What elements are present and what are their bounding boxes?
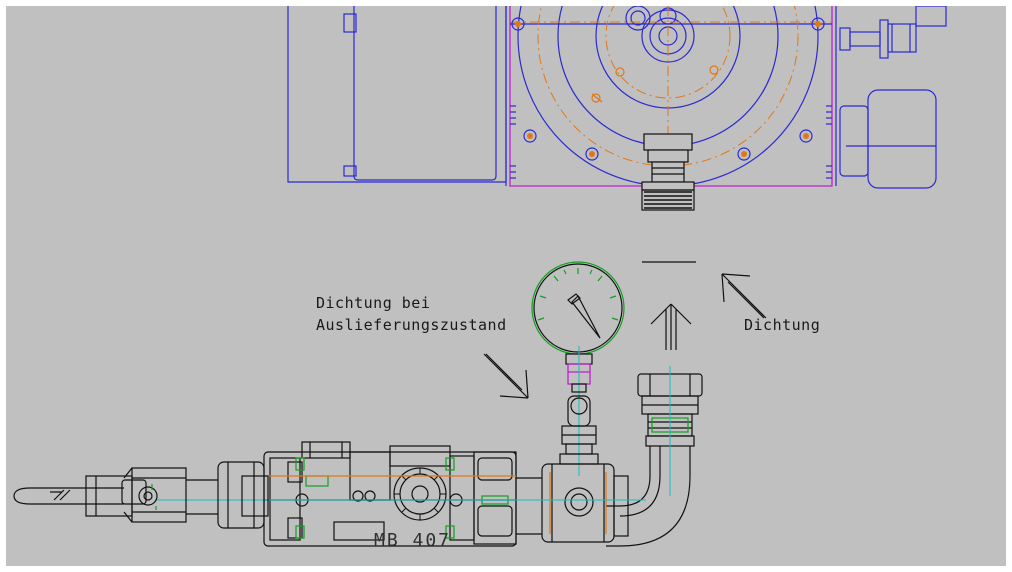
label-seal: Dichtung (744, 316, 820, 334)
connecting-pipe (516, 477, 542, 535)
label-seal-delivery-line1: Dichtung bei (316, 294, 430, 312)
arrow-up-icon (650, 303, 692, 350)
ball-valve-assembly (13, 461, 269, 529)
model-stamp: MB 407 (374, 530, 451, 551)
flange-bolts (511, 17, 825, 161)
label-seal-delivery-line2: Auslieferungszustand (316, 316, 507, 334)
side-fitting (839, 6, 947, 59)
pressure-gauge (531, 261, 625, 476)
motor-block (839, 89, 937, 189)
tee-fitting (541, 383, 629, 543)
arrow-diagonal-up-left-icon (721, 273, 767, 319)
cad-viewport[interactable]: Dichtung bei Auslieferungszustand Dichtu… (6, 6, 1006, 566)
riser-elbow-assembly (606, 366, 703, 547)
gas-inlet-nipple (641, 133, 695, 211)
technical-drawing: Dichtung bei Auslieferungszustand Dichtu… (13, 6, 947, 551)
burner-housing (287, 6, 947, 211)
arrow-diagonal-down-right-icon (483, 353, 529, 399)
gauge-needle (571, 294, 601, 339)
